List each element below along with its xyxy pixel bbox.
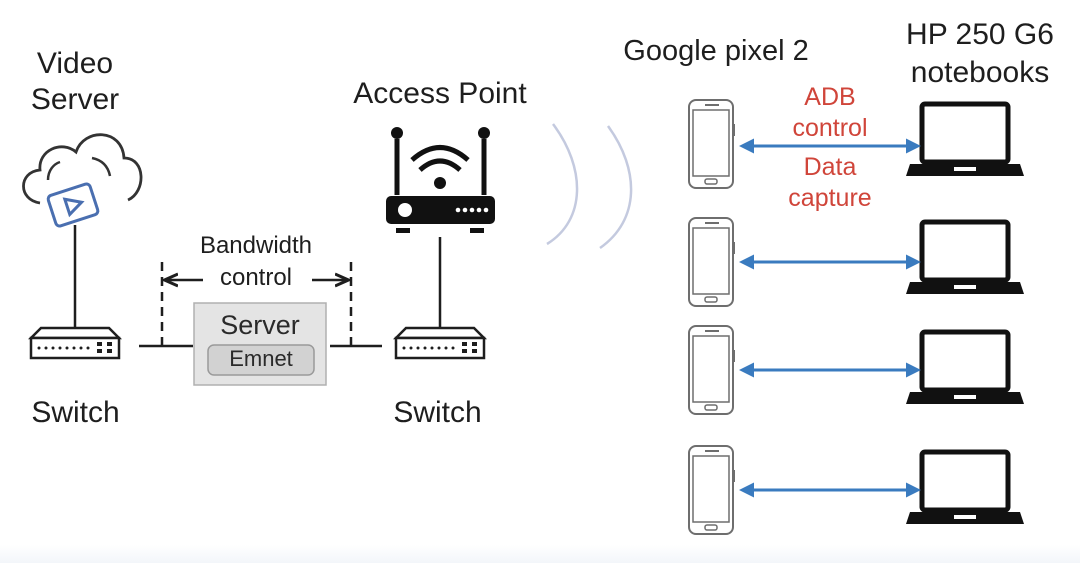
- bottom-fade: [0, 545, 1080, 563]
- switch-left-label: Switch: [31, 396, 120, 429]
- adb-label-line1: ADB: [804, 83, 856, 111]
- laptops-label-line2: notebooks: [910, 55, 1050, 89]
- emnet-label: Emnet: [229, 346, 293, 371]
- cloud-icon: [22, 133, 143, 205]
- phone-icon: [688, 217, 735, 307]
- phone-icon: [688, 325, 735, 415]
- switch-right-icon: [394, 326, 486, 360]
- router-icon: [386, 127, 495, 233]
- video-server-label-line2: Server: [30, 83, 120, 116]
- video-server-label-line1: Video: [36, 47, 114, 80]
- laptop-icon: [906, 222, 1024, 294]
- phones-label: Google pixel 2: [623, 35, 809, 67]
- data-capture-label: Data capture: [760, 152, 900, 215]
- phone-icon: [688, 445, 735, 535]
- laptop-icon: [906, 332, 1024, 404]
- wifi-arc-inner: [546, 123, 579, 246]
- adb-control-label: ADB control: [760, 82, 900, 145]
- server-label: Server: [220, 310, 300, 340]
- phone-icon: [688, 99, 735, 189]
- laptops-label-line1: HP 250 G6: [906, 18, 1054, 51]
- switch-right-label: Switch: [393, 396, 482, 429]
- bandwidth-label-line2: control: [219, 264, 293, 292]
- laptop-icon: [906, 104, 1024, 176]
- access-point-label: Access Point: [353, 77, 527, 110]
- emnet-box: [207, 344, 315, 376]
- wifi-arc-outer: [599, 125, 633, 250]
- bandwidth-label-line1: Bandwidth: [199, 232, 313, 259]
- switch-left-icon: [29, 326, 121, 360]
- laptops-label: HP 250 G6 notebooks: [880, 16, 1080, 91]
- capture-label-line1: Data: [803, 153, 857, 181]
- adb-label-line2: control: [792, 114, 868, 143]
- bandwidth-control-label: Bandwidth control: [176, 230, 336, 295]
- capture-label-line2: capture: [788, 184, 872, 213]
- video-server-label: Video Server: [20, 46, 130, 118]
- laptop-icon: [906, 452, 1024, 524]
- video-play-icon: [46, 182, 100, 228]
